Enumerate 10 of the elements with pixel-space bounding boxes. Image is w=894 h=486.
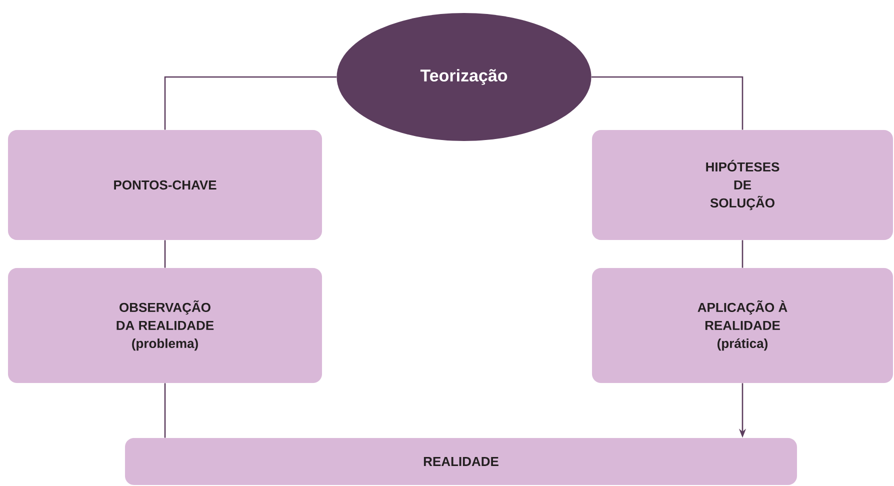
process-box: OBSERVAÇÃO DA REALIDADE (problema) [8,268,322,383]
connector-line [164,240,166,268]
connector-line [164,383,166,438]
connector-line [742,240,744,268]
connector-line [591,76,744,130]
connector-line [164,76,337,130]
process-box: PONTOS-CHAVE [8,130,322,240]
process-box: REALIDADE [125,438,797,485]
process-box: APLICAÇÃO À REALIDADE (prática) [592,268,893,383]
process-box: HIPÓTESES DE SOLUÇÃO [592,130,893,240]
